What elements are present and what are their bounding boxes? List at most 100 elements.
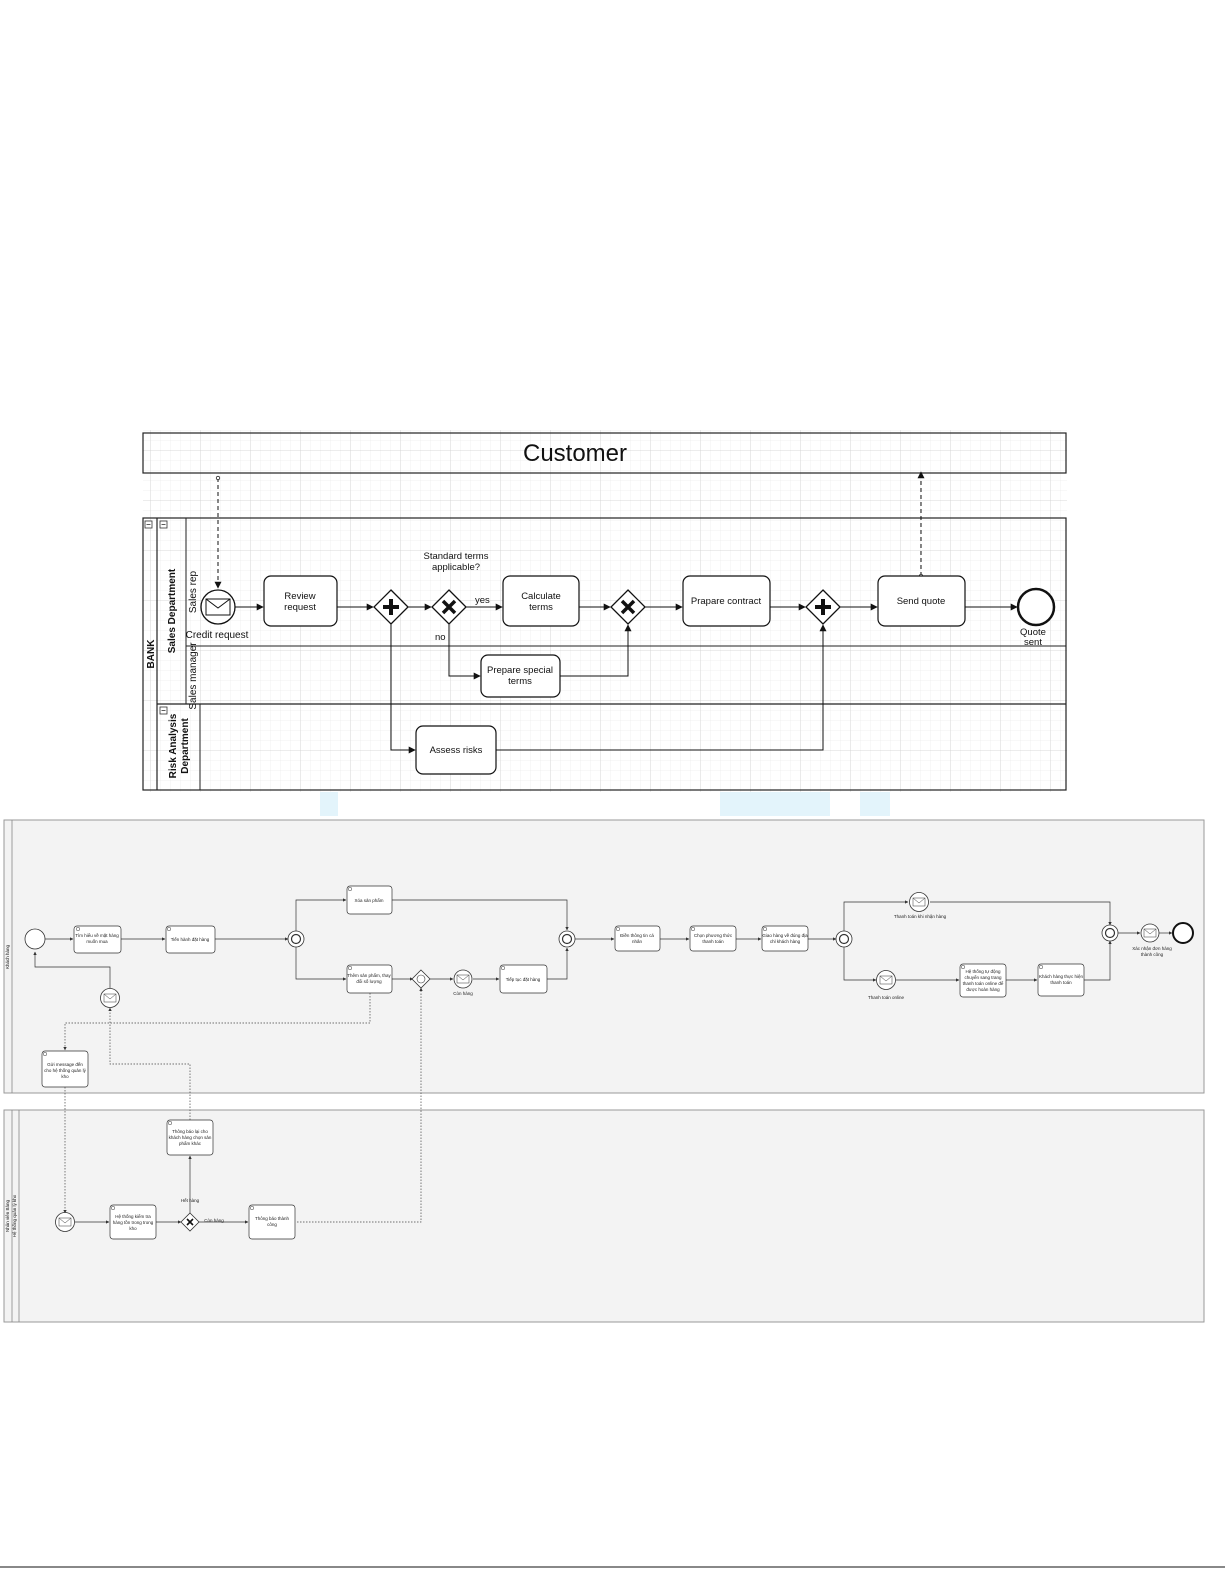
task-calculate-terms[interactable] [502, 575, 580, 627]
task-assess-risks-label: Assess risks [430, 745, 483, 756]
pool-nhan-vien-label: Nhân viên Bảng [5, 1199, 10, 1232]
order-task-them-san-pham[interactable]: Thêm sản phẩm, thay đổi số lượng [346, 964, 393, 994]
pool-khach-hang-label: Khách hàng [5, 944, 10, 969]
order-gateway-2[interactable] [558, 930, 576, 948]
order-event-gateway[interactable] [411, 969, 431, 989]
user-task-icon [42, 886, 1044, 1211]
task-label: hàng tồn trong trong [113, 1220, 154, 1225]
order-event-con-hang[interactable] [453, 969, 473, 989]
task-prepare-contract[interactable] [682, 575, 771, 627]
task-label: Điền thông tin cá [620, 933, 654, 938]
order-task-he-thong-tu-dong[interactable]: Hệ thống tự động chuyển sang trang thanh… [959, 963, 1007, 998]
end-event-label: sent [1024, 637, 1042, 648]
task-label: muốn mua [86, 939, 108, 944]
order-event-xac-nhan[interactable] [1140, 923, 1160, 943]
order-start-event[interactable] [24, 928, 46, 950]
task-review-request-label: request [284, 602, 316, 613]
task-label: chỉ khách hàng [770, 938, 801, 944]
exclusive-gateway-merge[interactable] [610, 589, 646, 625]
order-task-thuc-hien-thanh-toan[interactable]: Khách hàng thực hiện thanh toán [1037, 963, 1085, 997]
order-gateway-3[interactable] [835, 930, 853, 948]
bpmn-diagram-order: Khách hàng Nhân viên Bảng Hệ thống quản … [3, 819, 1205, 1323]
order-task-giao-hang[interactable]: Giao hàng về đúng địa chỉ khách hàng [761, 925, 809, 952]
order-task-chon-phuong-thuc[interactable]: Chọn phương thức thanh toán [689, 925, 737, 952]
order-seq-pool2 [75, 1155, 249, 1224]
order-task-dat-hang[interactable]: Tiến hành đặt hàng [165, 925, 216, 954]
order-gateway-4[interactable] [1101, 924, 1119, 942]
order-event-thanh-toan-nhan-hang[interactable] [909, 892, 929, 912]
task-calculate-terms-label: Calculate [521, 591, 561, 602]
task-label: Giao hàng về đúng địa [762, 933, 808, 938]
order-exclusive-gateway[interactable] [180, 1212, 200, 1232]
task-label: Thêm sản phẩm, thay [347, 972, 391, 978]
order-event-message-return[interactable] [100, 988, 120, 1008]
event-label: Thanh toán khi nhận hàng [894, 914, 947, 919]
bank-pool[interactable] [142, 517, 1067, 791]
task-label: chuyển sang trang [964, 974, 1002, 980]
customer-pool[interactable] [142, 432, 1067, 474]
order-task-tiep-tuc[interactable]: Tiếp tục đặt hàng [499, 964, 548, 994]
task-send-quote[interactable] [877, 575, 966, 627]
task-label: phẩm khác [179, 1140, 202, 1146]
task-calculate-terms-label: terms [529, 602, 553, 613]
order-task-tim-hieu[interactable]: Tìm hiểu về mặt hàng muốn mua [73, 925, 122, 954]
task-label: kho [61, 1074, 69, 1079]
event-label: Thanh toán online [868, 995, 905, 1000]
exclusive-gateway-standard-terms[interactable] [431, 589, 467, 625]
gateway-question-label: applicable? [432, 562, 480, 573]
pool-khach-hang[interactable] [3, 819, 1205, 1094]
sales-manager-lane-label: Sales manager [188, 642, 199, 710]
task-label: Hệ thống tự động [965, 969, 1001, 974]
flow-label-het-hang: Hết hàng [181, 1198, 200, 1203]
task-label: Tiếp tục đặt hàng [506, 977, 541, 982]
order-sequence-flows [33, 898, 1173, 988]
parallel-gateway-join[interactable] [805, 589, 841, 625]
end-event-quote-sent[interactable] [1016, 587, 1056, 627]
order-task-xoa-san-pham[interactable]: Xóa sản phẩm [346, 885, 393, 915]
order-event-thanh-toan-online[interactable] [876, 970, 896, 990]
gateway-question-label: Standard terms [424, 551, 489, 562]
sales-rep-lane-label: Sales rep [188, 570, 199, 613]
collapse-icon[interactable] [144, 520, 153, 529]
pool-he-thong-label: Hệ thống quản lý kho [12, 1194, 17, 1237]
task-label: kho [129, 1226, 137, 1231]
task-review-request[interactable] [263, 575, 338, 627]
order-task-kiem-tra-kho[interactable]: Hệ thống kiểm tra hàng tồn trong trong k… [109, 1204, 157, 1240]
order-event-nhan-message[interactable] [55, 1212, 75, 1232]
task-prepare-special-terms-label: terms [508, 676, 532, 687]
watermark [320, 792, 890, 816]
task-label: Thông báo lại cho [172, 1129, 208, 1134]
order-end-event[interactable] [1172, 922, 1194, 944]
event-label: Xác nhận đơn hàng [1132, 946, 1172, 951]
flow-label-yes: yes [475, 595, 490, 606]
flow-label-no: no [435, 632, 446, 643]
task-label: nhân [632, 939, 643, 944]
risk-lane-label-1: Risk Analysis [168, 713, 179, 778]
order-message-flows [63, 987, 423, 1223]
task-label: Khách hàng thực hiện [1039, 974, 1084, 979]
task-label: được hoàn hàng [966, 987, 1000, 992]
task-label: thanh toán [1050, 980, 1072, 985]
task-prepare-special-terms-label: Prepare special [487, 665, 553, 676]
order-gateway-1[interactable] [287, 930, 305, 948]
task-label: công [267, 1222, 277, 1227]
start-message-event[interactable] [200, 589, 236, 625]
task-label: Tiến hành đặt hàng [171, 937, 210, 942]
order-task-gui-message[interactable]: Gửi message đến cho hệ thống quản lý kho [41, 1050, 89, 1088]
end-event-label: Quote [1020, 627, 1046, 638]
order-task-dien-thong-tin[interactable]: Điền thông tin cá nhân [614, 925, 661, 952]
bpmn-diagram-bank: Customer BANK Sales Department Sales rep… [142, 430, 1067, 792]
task-send-quote-label: Send quote [897, 596, 946, 607]
task-label: Hệ thống kiểm tra [115, 1213, 151, 1219]
task-review-request-label: Review [284, 591, 315, 602]
collapse-icon[interactable] [159, 520, 168, 529]
task-label: Gửi message đến [47, 1061, 83, 1067]
customer-pool-label: Customer [523, 440, 627, 467]
task-label: đổi số lượng [356, 978, 382, 984]
order-task-thong-bao-lai[interactable]: Thông báo lại cho khách hàng chọn sản ph… [166, 1119, 214, 1156]
collapse-icon[interactable] [159, 706, 168, 715]
bank-pool-label: BANK [146, 639, 157, 669]
parallel-gateway-split[interactable] [373, 589, 409, 625]
order-task-thong-bao-thanh-cong[interactable]: Thông báo thành công [248, 1204, 296, 1240]
